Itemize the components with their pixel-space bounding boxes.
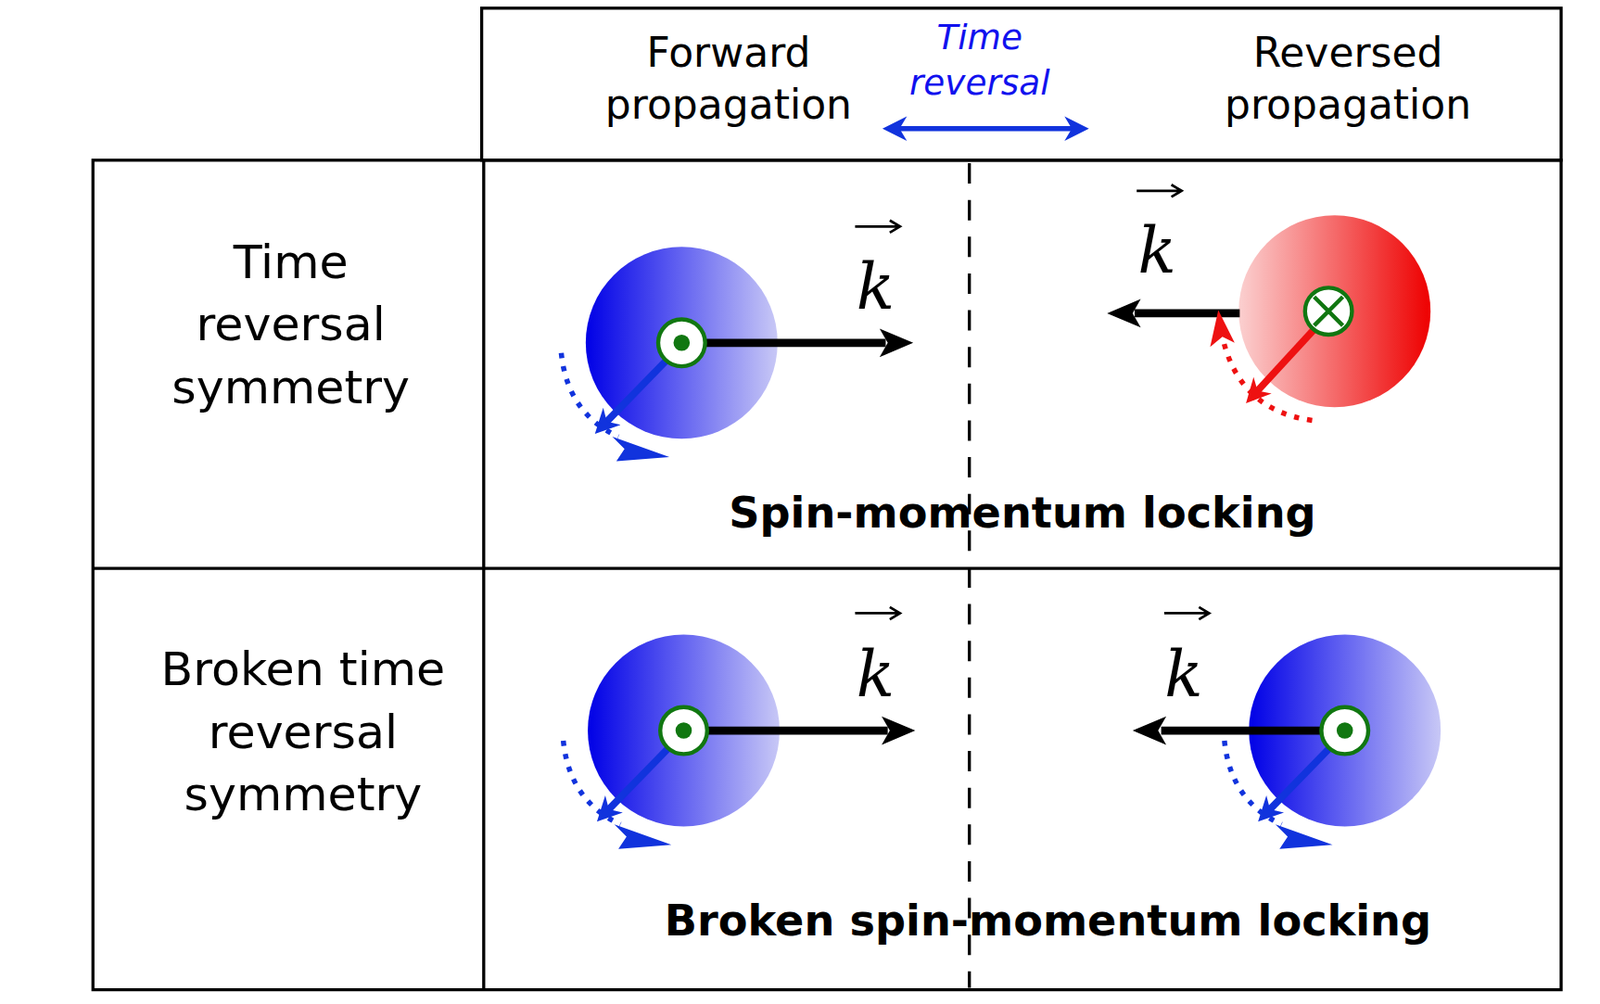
wave-vector: k <box>1138 219 1177 283</box>
wave-vector: k <box>856 642 895 706</box>
column-header: Forward propagation <box>605 25 852 131</box>
time-reversal-arrow <box>889 126 1082 132</box>
row-caption: Broken spin-momentum locking <box>664 895 1432 947</box>
spin-forward-broken <box>563 634 916 850</box>
row-caption: Spin-momentum locking <box>728 487 1316 539</box>
row-header: Broken time reversal symmetry <box>150 637 457 826</box>
wave-vector: k <box>856 255 895 319</box>
row-header: Time reversal symmetry <box>171 230 410 419</box>
vector-arrows <box>854 184 1209 620</box>
wave-vector: k <box>1164 642 1203 706</box>
spin-reversed <box>1106 215 1431 420</box>
spin-reversed-broken <box>1132 634 1441 850</box>
column-header: Reversed propagation <box>1224 25 1472 131</box>
spin-forward <box>560 246 914 461</box>
arrow-label: Time reversal <box>909 14 1051 105</box>
table-grid <box>92 8 1562 991</box>
